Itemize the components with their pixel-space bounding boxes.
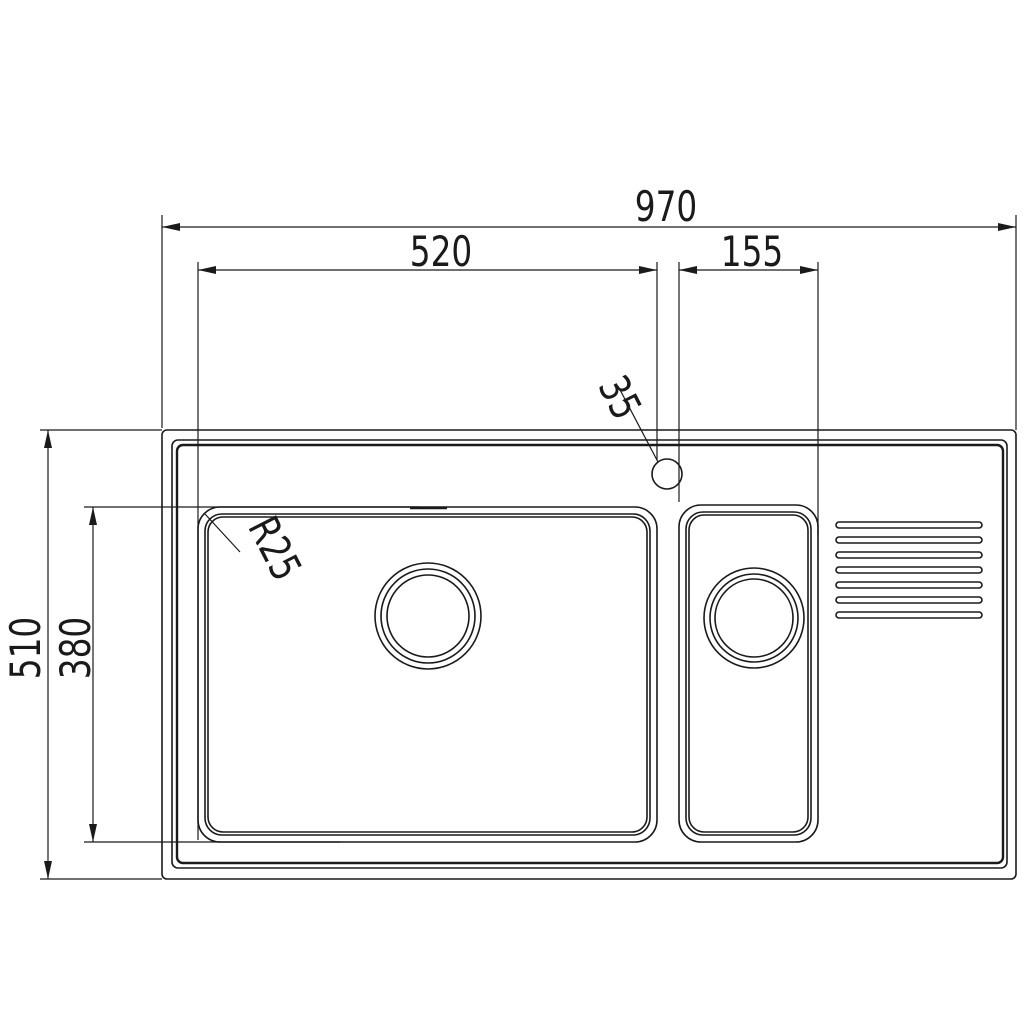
- groove-3: [835, 551, 983, 559]
- dimension-bowl-depth: 380: [51, 506, 420, 843]
- sink-rim: [171, 439, 1008, 869]
- label-970: 970: [635, 182, 698, 231]
- groove-5: [835, 581, 983, 589]
- arrow-bottom-510: [44, 861, 52, 879]
- small-drain-outer: [703, 567, 805, 669]
- groove-2: [835, 536, 983, 544]
- tap-hole-leader: [617, 385, 659, 463]
- label-510: 510: [1, 617, 50, 680]
- main-drain-inner: [386, 574, 470, 658]
- arrow-bottom-380: [89, 824, 97, 842]
- arrow-left-155: [679, 266, 697, 274]
- tap-hole-circle: [651, 458, 683, 490]
- arrow-left-970: [162, 223, 180, 231]
- tap-hole: 35: [589, 368, 683, 490]
- small-bowl-inner: [685, 511, 812, 836]
- groove-6: [835, 596, 983, 604]
- small-drain-ring: [709, 573, 799, 663]
- main-bowl: [197, 506, 658, 843]
- main-drain-ring: [380, 568, 476, 664]
- arrow-right-970: [998, 223, 1016, 231]
- small-drain-inner: [714, 578, 794, 658]
- groove-4: [835, 566, 983, 574]
- small-bowl: [678, 504, 819, 843]
- sink-body: [161, 429, 1017, 880]
- groove-1: [835, 521, 983, 529]
- label-380: 380: [51, 617, 100, 680]
- label-r25: R25: [238, 509, 311, 589]
- label-155: 155: [721, 227, 784, 276]
- dimension-small-bowl-width: 155: [678, 227, 819, 535]
- arrow-right-155: [800, 266, 818, 274]
- dimension-overall-depth: 510: [1, 429, 162, 880]
- arrow-top-510: [44, 430, 52, 448]
- main-bowl-inner: [204, 513, 651, 836]
- arrow-right-520: [639, 266, 657, 274]
- label-35: 35: [589, 368, 652, 427]
- sink-inner-rim: [175, 443, 1005, 865]
- groove-7: [835, 611, 983, 619]
- dimension-overall-width: 970: [161, 182, 1017, 430]
- small-bowl-floor: [688, 514, 809, 833]
- radius-leader: [204, 513, 241, 553]
- main-bowl-floor: [207, 516, 648, 833]
- dimension-main-bowl-width: 520: [197, 227, 658, 840]
- arrow-left-520: [198, 266, 216, 274]
- sink-outer-edge: [161, 429, 1017, 880]
- arrow-top-380: [89, 507, 97, 525]
- label-520: 520: [410, 227, 473, 276]
- corner-radius-callout: R25: [204, 509, 311, 589]
- small-bowl-outer: [678, 504, 819, 843]
- drainer-grooves: [835, 521, 983, 619]
- main-drain-outer: [374, 562, 482, 670]
